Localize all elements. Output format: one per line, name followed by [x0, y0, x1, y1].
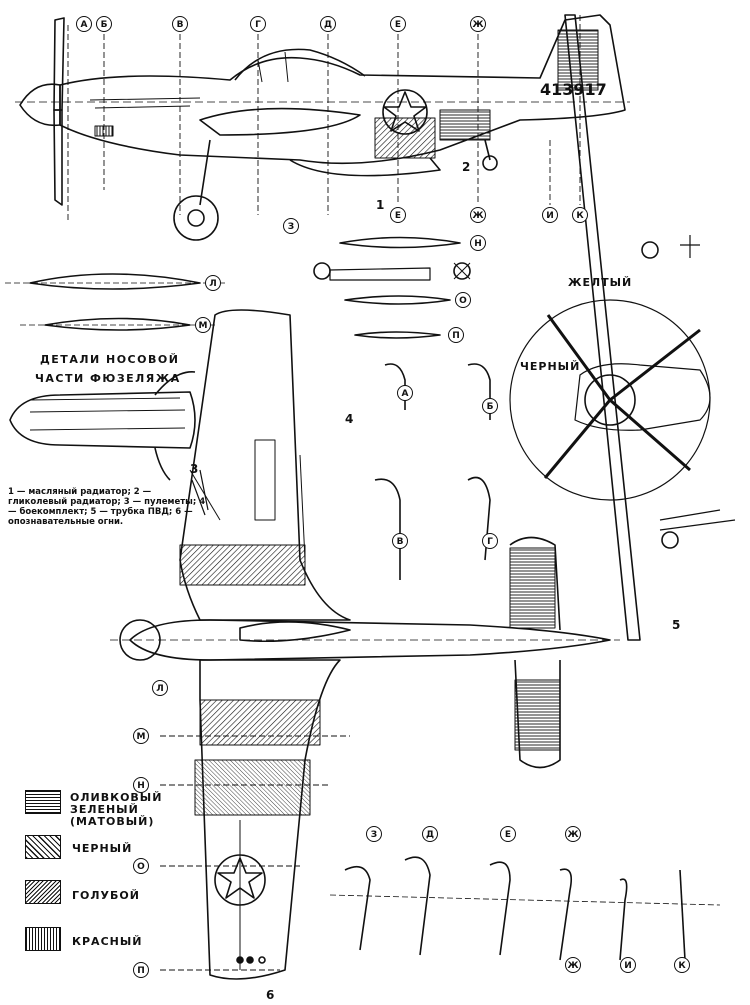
- bottom-mark-e: Е: [500, 826, 516, 842]
- nose-detail: [9, 371, 209, 516]
- bottom-mark-i: И: [620, 957, 636, 973]
- plan-mark-m: М: [133, 728, 149, 744]
- side-view: [15, 14, 630, 241]
- legend-blue-label: ГОЛУБОЙ: [72, 889, 140, 902]
- legend-olive-swatch: [25, 790, 61, 814]
- section-mark-k-side: К: [572, 207, 588, 223]
- callout-5: 5: [672, 618, 681, 632]
- legend-blue-swatch: [25, 880, 61, 904]
- plan-mark-n: Н: [133, 777, 149, 793]
- callout-3: 3: [190, 462, 199, 476]
- xsec-mark-a: А: [397, 385, 413, 401]
- legend-red-swatch: [25, 927, 61, 951]
- section-mark-e: Е: [390, 16, 406, 32]
- bottom-mark-zh-top: Ж: [565, 826, 581, 842]
- section-mark-b: Б: [96, 16, 112, 32]
- callout-2: 2: [462, 160, 471, 174]
- profile-mark-o: О: [455, 292, 471, 308]
- plan-mark-o: О: [133, 858, 149, 874]
- plan-mark-p: П: [133, 962, 149, 978]
- section-mark-a: А: [76, 16, 92, 32]
- profile-mark-p: П: [448, 327, 464, 343]
- plan-view: [110, 309, 620, 980]
- callout-yellow: ЖЕЛТЫЙ: [568, 276, 633, 289]
- callout-1: 1: [376, 198, 385, 212]
- bottom-mark-d: Д: [422, 826, 438, 842]
- profile-mark-l: Л: [205, 275, 221, 291]
- profile-mark-n: Н: [470, 235, 486, 251]
- legend-olive-label: ОЛИВКОВЫЙ ЗЕЛЕНЫЙ (МАТОВЫЙ): [70, 791, 163, 828]
- legend-red-label: КРАСНЫЙ: [72, 935, 143, 948]
- front-view: [509, 14, 736, 641]
- section-mark-zh: Ж: [470, 16, 486, 32]
- section-mark-i-side: И: [542, 207, 558, 223]
- bottom-mark-z: З: [366, 826, 382, 842]
- callout-6: 6: [266, 988, 275, 1002]
- callout-black: ЧЕРНЫЙ: [520, 360, 581, 373]
- legend-black-label: ЧЕРНЫЙ: [72, 842, 133, 855]
- bottom-mark-k: К: [674, 957, 690, 973]
- section-mark-e-side: Е: [390, 207, 406, 223]
- xsec-mark-g: Г: [482, 533, 498, 549]
- caption-line-1: ДЕТАЛИ НОСОВОЙ: [40, 353, 180, 366]
- section-mark-d: Д: [320, 16, 336, 32]
- callout-4: 4: [345, 412, 354, 426]
- section-mark-z-side: З: [283, 218, 299, 234]
- section-mark-zh-side: Ж: [470, 207, 486, 223]
- xsec-mark-v: В: [392, 533, 408, 549]
- wing-profiles: [5, 236, 471, 339]
- notes-text: 1 — масляный радиатор; 2 — гликолевый ра…: [8, 487, 206, 527]
- legend-black-swatch: [25, 835, 61, 859]
- section-mark-v: В: [172, 16, 188, 32]
- caption-line-2: ЧАСТИ ФЮЗЕЛЯЖА: [35, 372, 181, 385]
- section-mark-g: Г: [250, 16, 266, 32]
- plan-mark-l: Л: [152, 680, 168, 696]
- serial-number: 413917: [540, 80, 607, 99]
- cross-sections: [329, 363, 721, 961]
- profile-mark-m: М: [195, 317, 211, 333]
- xsec-mark-b: Б: [482, 398, 498, 414]
- bottom-mark-zh: Ж: [565, 957, 581, 973]
